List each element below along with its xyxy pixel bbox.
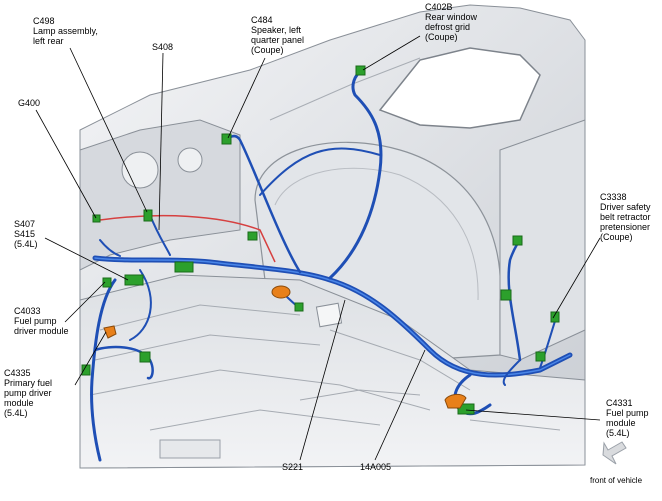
- callout-g400: G400: [18, 98, 41, 108]
- callout-c3338: C3338 Driver safety belt retractor prete…: [600, 192, 651, 242]
- connector-s407: [124, 274, 144, 286]
- harness-branch-left: [90, 278, 117, 462]
- vehicle-body: [79, 4, 586, 469]
- harness-branch-upper: [328, 68, 383, 280]
- callout-s221: S221: [282, 462, 304, 472]
- callout-c4033: C4033 Fuel pump driver module: [14, 306, 69, 336]
- connector-right-2: [535, 351, 546, 362]
- connector-g400: [92, 214, 101, 223]
- connector-left-low: [81, 364, 91, 376]
- fuel-pump-driver-module-orange: [103, 325, 117, 339]
- callout-s408: S408: [152, 42, 174, 52]
- connector-c3338-b: [500, 289, 512, 301]
- red-wire: [99, 214, 276, 263]
- leader-lines: [35, 35, 601, 461]
- connector-main-2: [247, 231, 258, 241]
- rear-window-opening: [378, 47, 541, 129]
- callout-c402b: C402B Rear window defrost grid (Coupe): [425, 2, 478, 42]
- callout-c4335: C4335 Primary fuel pump driver module (5…: [4, 368, 53, 418]
- front-of-vehicle-label: front of vehicle: [590, 476, 643, 485]
- connector-c498: [143, 209, 153, 222]
- floor-ribs: [89, 304, 561, 431]
- connector-right-1: [550, 311, 560, 323]
- callout-c4331: C4331 Fuel pump module (5.4L): [606, 398, 649, 438]
- callout-c484: C484 Speaker, left quarter panel (Coupe): [251, 15, 305, 55]
- connector-c4331: [457, 403, 475, 415]
- connector-c4033: [102, 277, 112, 288]
- connector-c4335: [139, 351, 151, 363]
- s221-splice-orange: [271, 285, 291, 299]
- connectors: [81, 65, 560, 415]
- fuel-pump-module-orange: [444, 393, 467, 409]
- callout-harness-14a005: 14A005: [360, 462, 392, 472]
- callout-c498: C498 Lamp assembly, left rear: [33, 16, 98, 46]
- connector-s221: [294, 302, 304, 312]
- connector-c402b: [355, 65, 366, 76]
- connector-c484: [221, 133, 232, 145]
- connector-c3338: [512, 235, 523, 246]
- connector-main-1: [174, 261, 194, 273]
- callout-s407-s415: S407 S415 (5.4L): [14, 219, 38, 249]
- front-of-vehicle-arrow-icon: [602, 441, 627, 465]
